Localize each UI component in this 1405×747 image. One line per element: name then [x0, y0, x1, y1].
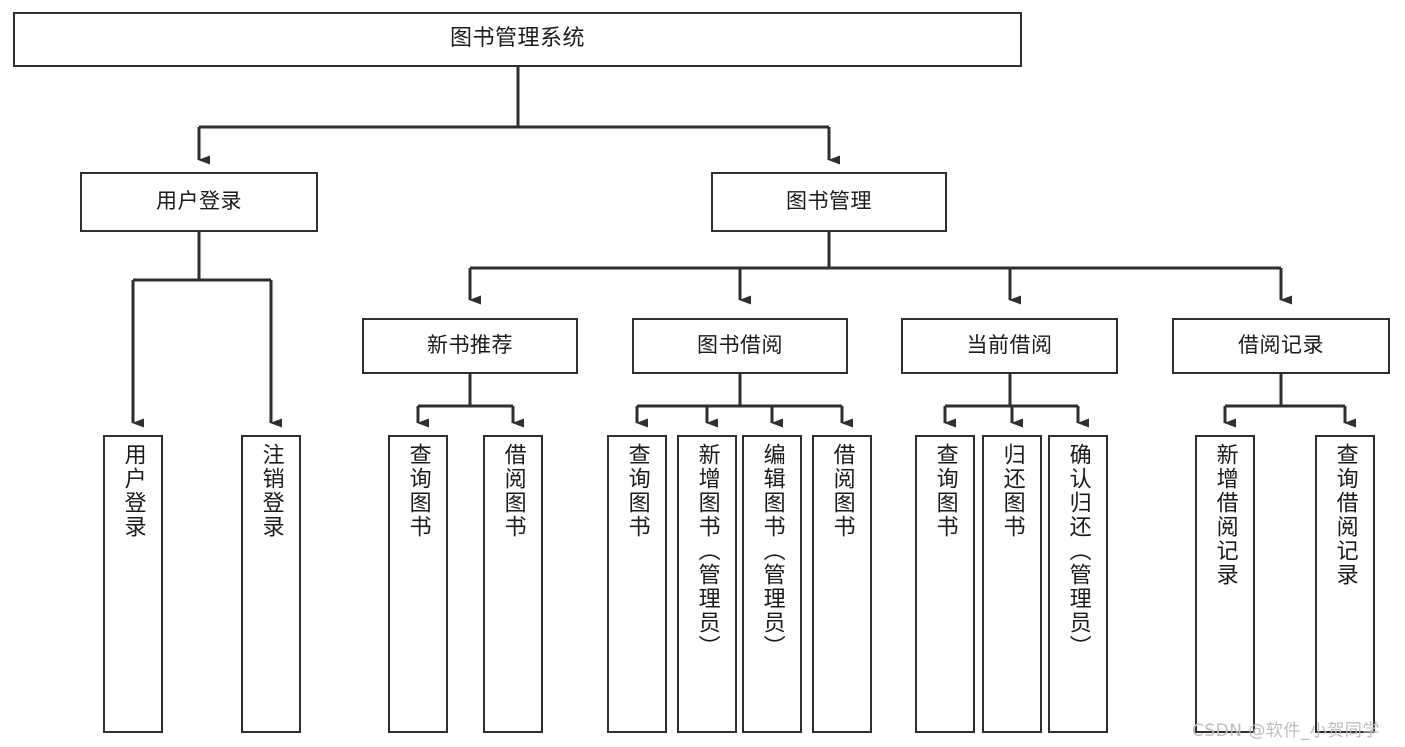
- node-label: 归还图书: [999, 443, 1025, 539]
- node-new-book-recommend[interactable]: 新书推荐: [362, 318, 578, 374]
- node-label: 用户登录: [156, 189, 242, 214]
- node-user-login[interactable]: 用户登录: [80, 172, 318, 232]
- node-label: 注销登录: [258, 443, 284, 539]
- node-label: 查询图书: [932, 443, 958, 539]
- leaf-add-borrow-record[interactable]: 新增借阅记录: [1195, 435, 1255, 733]
- csdn-watermark: CSDN @软件_小贺同学: [1192, 721, 1380, 741]
- node-label: 新书推荐: [427, 333, 513, 358]
- leaf-query-borrow-record[interactable]: 查询借阅记录: [1315, 435, 1375, 733]
- leaf-query-book-recommend[interactable]: 查询图书: [388, 435, 448, 733]
- node-current-borrow[interactable]: 当前借阅: [901, 318, 1118, 374]
- leaf-borrow-book[interactable]: 借阅图书: [812, 435, 872, 733]
- node-label: 编辑图书（管理员）: [759, 443, 785, 659]
- node-label: 借阅图书: [829, 443, 855, 539]
- node-label: 用户登录: [120, 443, 146, 539]
- leaf-edit-book-admin[interactable]: 编辑图书（管理员）: [742, 435, 802, 733]
- leaf-logout[interactable]: 注销登录: [241, 435, 301, 733]
- node-label: 借阅记录: [1238, 333, 1324, 358]
- node-label: 查询借阅记录: [1332, 443, 1358, 587]
- leaf-query-book-current[interactable]: 查询图书: [915, 435, 975, 733]
- node-label: 查询图书: [405, 443, 431, 539]
- leaf-return-book[interactable]: 归还图书: [982, 435, 1042, 733]
- node-borrow-record[interactable]: 借阅记录: [1172, 318, 1390, 374]
- node-label: 图书借阅: [697, 333, 783, 358]
- node-label: 借阅图书: [500, 443, 526, 539]
- node-label: 当前借阅: [966, 333, 1053, 358]
- node-label: 新增借阅记录: [1212, 443, 1238, 587]
- node-label: 新增图书（管理员）: [694, 443, 720, 659]
- node-label: 查询图书: [624, 443, 650, 539]
- leaf-add-book-admin[interactable]: 新增图书（管理员）: [677, 435, 737, 733]
- node-label: 图书管理: [786, 189, 872, 214]
- leaf-confirm-return-admin[interactable]: 确认归还（管理员）: [1048, 435, 1108, 733]
- node-book-management[interactable]: 图书管理: [711, 172, 947, 232]
- node-label: 确认归还（管理员）: [1065, 443, 1091, 659]
- node-root-system[interactable]: 图书管理系统: [13, 12, 1022, 67]
- leaf-borrow-book-recommend[interactable]: 借阅图书: [483, 435, 543, 733]
- leaf-query-book-borrow[interactable]: 查询图书: [607, 435, 667, 733]
- node-book-borrow[interactable]: 图书借阅: [632, 318, 848, 374]
- leaf-user-login[interactable]: 用户登录: [103, 435, 163, 733]
- node-label: 图书管理系统: [449, 26, 585, 52]
